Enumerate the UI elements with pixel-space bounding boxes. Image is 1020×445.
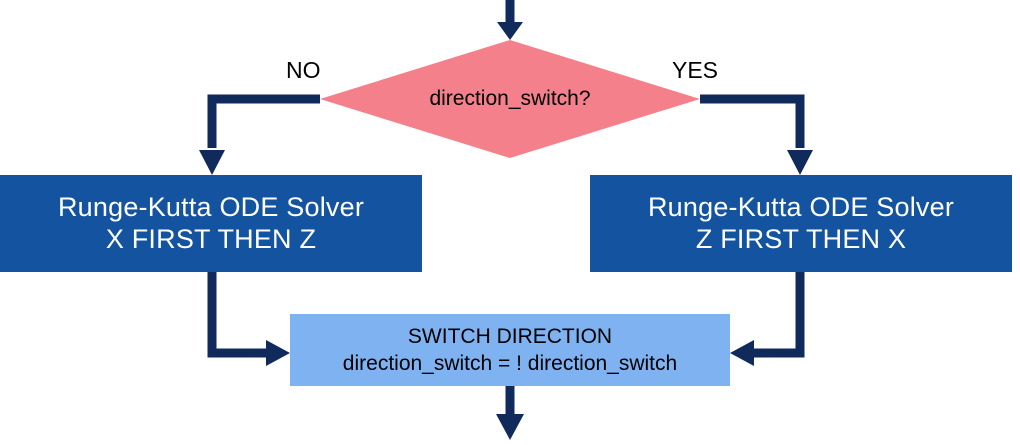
connector-yes-branch: [700, 94, 813, 175]
edge-label-yes: YES: [672, 57, 719, 83]
connector-no-branch: [199, 94, 320, 175]
connector-entry-to-decision: [497, 0, 523, 40]
connector-solver-z-to-switch: [730, 272, 805, 366]
process-node-switch-direction: [290, 314, 730, 386]
edge-label-no: NO: [286, 57, 321, 83]
decision-node-direction-switch: [320, 40, 700, 158]
process-node-solver-x-first: [0, 175, 422, 272]
connector-solver-x-to-switch: [207, 272, 290, 366]
connector-switch-exit: [496, 386, 524, 440]
process-node-solver-z-first: [590, 175, 1012, 272]
